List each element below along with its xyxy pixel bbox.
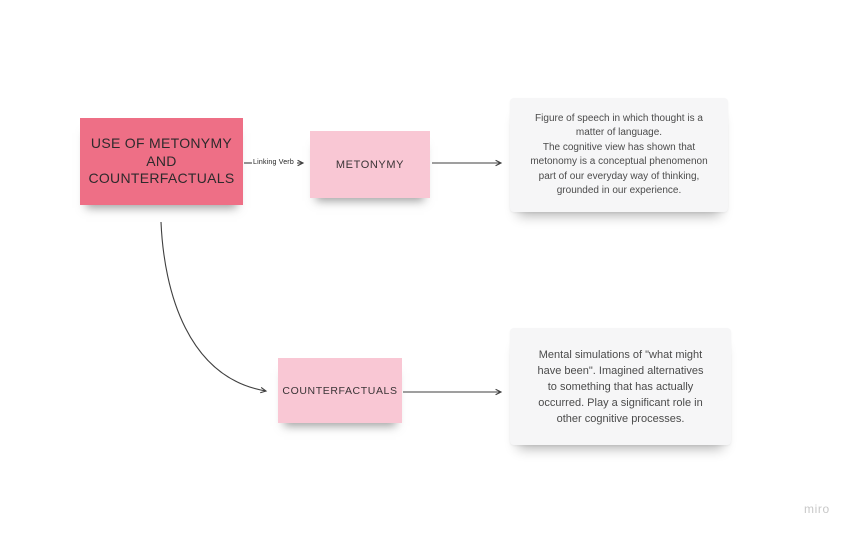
sticky-note-use-of-metonymy-and-counterfactuals[interactable]: USE OF METONYMY AND COUNTERFACTUALS (80, 118, 243, 205)
sticky-note-counterfactuals[interactable]: COUNTERFACTUALS (278, 358, 402, 423)
text-card-counterfactuals-description[interactable]: Mental simulations of "what might have b… (510, 328, 731, 445)
sticky-note-metonymy[interactable]: METONYMY (310, 131, 430, 198)
text-card-metonymy-description[interactable]: Figure of speech in which thought is a m… (510, 98, 728, 212)
connector-main-to-counterfactuals-curve[interactable] (160, 221, 268, 394)
connector-label-linking-verb[interactable]: Linking Verb (253, 159, 294, 166)
miro-watermark: miro (804, 502, 830, 516)
